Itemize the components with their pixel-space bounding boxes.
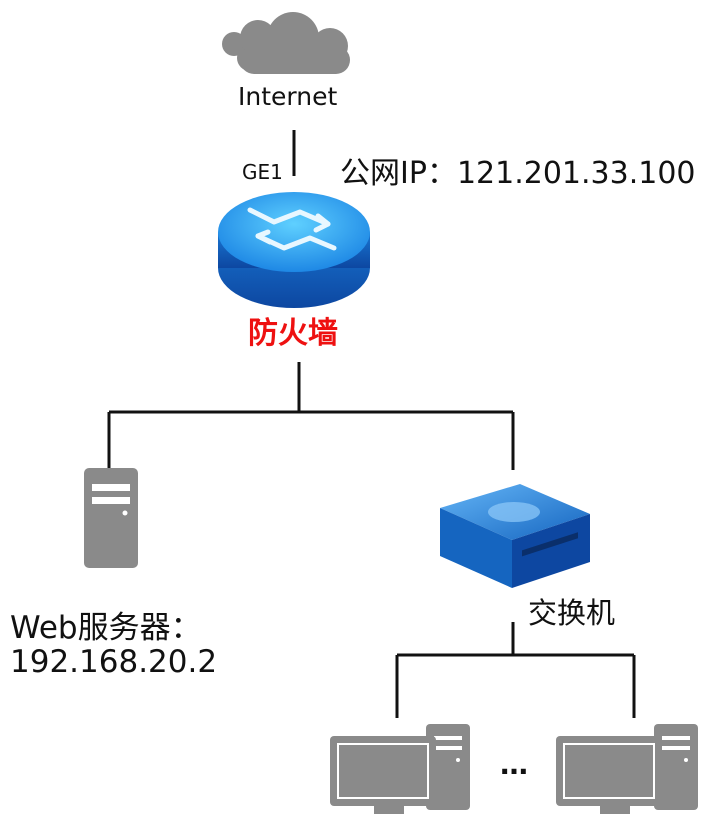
cloud-icon (222, 12, 350, 74)
firewall-port-label: GE1 (242, 160, 283, 184)
more-clients-ellipsis: … (500, 748, 528, 781)
server-label: Web服务器： (10, 610, 202, 646)
public-ip-label: 公网IP：121.201.33.100 (340, 156, 696, 191)
server-ip-label: 192.168.20.2 (10, 644, 218, 680)
firewall-label: 防火墙 (248, 316, 338, 351)
internet-label: Internet (238, 82, 338, 111)
connection-lines (107, 130, 636, 718)
computer-icon (330, 724, 470, 814)
server-icon (84, 468, 138, 568)
switch-icon (440, 484, 590, 588)
computer-icon (556, 724, 698, 814)
firewall-icon (218, 192, 370, 308)
switch-label: 交换机 (528, 596, 616, 630)
